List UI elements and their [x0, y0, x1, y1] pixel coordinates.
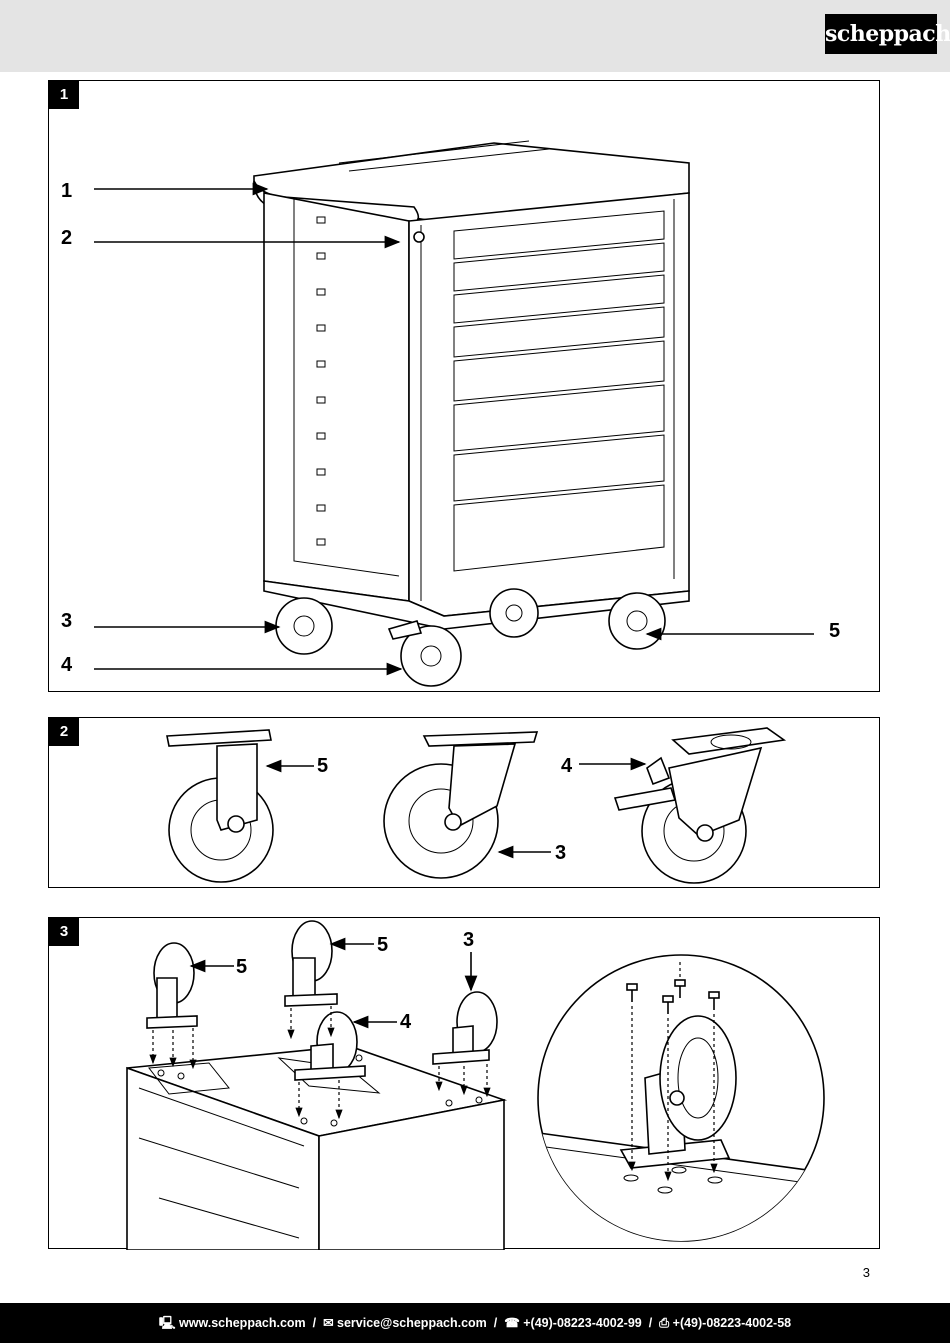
callout-2: 2: [61, 227, 72, 249]
callout-3: 3: [463, 929, 474, 951]
callout-4: 4: [400, 1011, 412, 1033]
cart-lock: [413, 231, 425, 243]
side-slots: [316, 216, 326, 546]
figure-number: 1: [49, 81, 79, 109]
detail-view: [537, 954, 825, 1242]
caster-2: [284, 920, 338, 1007]
figure-number: 2: [49, 718, 79, 746]
mounting-guides: [149, 1006, 491, 1120]
fixed-caster: [166, 729, 274, 883]
brake-pedal: [387, 620, 423, 640]
callout-5: 5: [236, 956, 247, 978]
callout-5: 5: [377, 934, 388, 956]
computer-icon: 🖳: [158, 1316, 176, 1330]
callout-1: 1: [61, 180, 72, 202]
brand-logo: scheppach: [825, 14, 950, 54]
figure-2: 2: [48, 717, 880, 888]
header-band: [0, 0, 950, 72]
cart-front: [408, 192, 690, 617]
phone-icon: ☎: [504, 1316, 520, 1330]
callout-5: 5: [829, 620, 840, 642]
footer-fax: +(49)-08223-4002-58: [672, 1316, 792, 1330]
screws: [626, 979, 720, 1014]
caster-3: [432, 991, 498, 1065]
fax-icon: ⎙: [659, 1316, 670, 1330]
footer: 🖳 www.scheppach.com / ✉ service@scheppac…: [0, 1303, 950, 1343]
tool-cart-illustration: 1 2 3 4 5: [61, 140, 840, 687]
caster-assembly-illustration: 5 5 3 4: [126, 920, 825, 1250]
footer-phone: +(49)-08223-4002-99: [523, 1316, 642, 1330]
page-number: 3: [862, 1265, 870, 1280]
mail-icon: ✉: [323, 1316, 334, 1330]
caster-1: [146, 942, 198, 1029]
callout-4: 4: [561, 755, 573, 777]
figure-1: 1: [48, 80, 880, 692]
footer-email[interactable]: service@scheppach.com: [337, 1316, 487, 1330]
cart-base-frame: [126, 1045, 508, 1250]
callout-3: 3: [61, 610, 72, 632]
callout-4: 4: [61, 654, 73, 676]
swivel-caster: [383, 731, 539, 879]
callout-3: 3: [555, 842, 566, 864]
caster-4: [294, 1011, 366, 1081]
figure-3: 3: [48, 917, 880, 1250]
footer-website[interactable]: www.scheppach.com: [179, 1316, 306, 1330]
figure-number: 3: [49, 918, 79, 946]
cart-side-panel: [263, 192, 410, 602]
brake-caster: [613, 727, 787, 884]
drawers: [453, 210, 665, 572]
callout-5: 5: [317, 755, 328, 777]
caster-types-illustration: 5 3 4: [166, 727, 787, 884]
